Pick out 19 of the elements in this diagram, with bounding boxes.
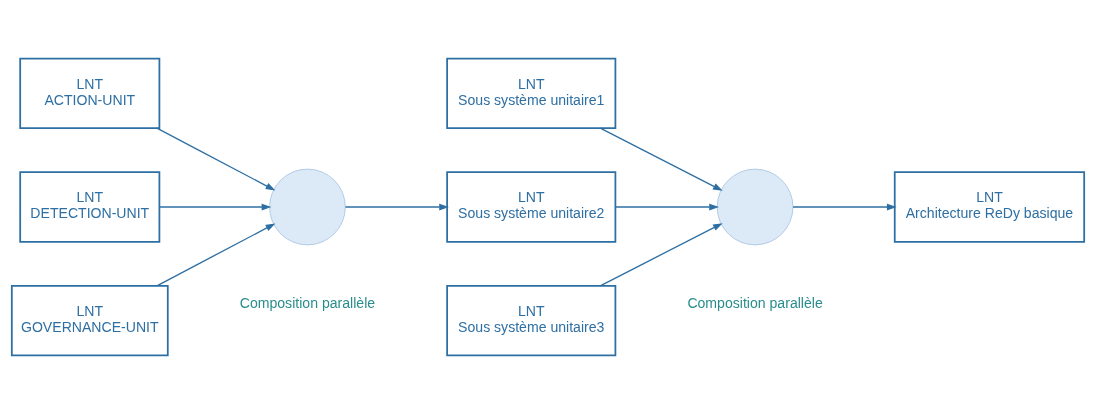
arrow — [599, 127, 723, 191]
node-box: LNT Architecture ReDy basique — [893, 171, 1086, 243]
node-box: LNT Sous système unitaire1 — [446, 57, 617, 129]
arrow — [599, 223, 723, 287]
node-box: LNT DETECTION-UNIT — [19, 171, 161, 243]
node-box: LNT ACTION-UNIT — [19, 57, 161, 129]
arrow — [158, 203, 272, 211]
node-circle — [716, 168, 794, 246]
arrow — [344, 203, 449, 211]
arrow — [792, 203, 897, 211]
node-box: LNT GOVERNANCE-UNIT — [10, 285, 169, 357]
node-label: Composition parallèle — [687, 295, 823, 312]
node-circle — [269, 168, 346, 246]
arrow — [156, 223, 276, 287]
node-box: LNT Sous système unitaire2 — [446, 171, 617, 243]
node-box: LNT Sous système unitaire3 — [446, 285, 617, 357]
node-label: Composition parallèle — [239, 295, 376, 312]
arrow — [156, 127, 276, 191]
arrow — [614, 203, 719, 211]
